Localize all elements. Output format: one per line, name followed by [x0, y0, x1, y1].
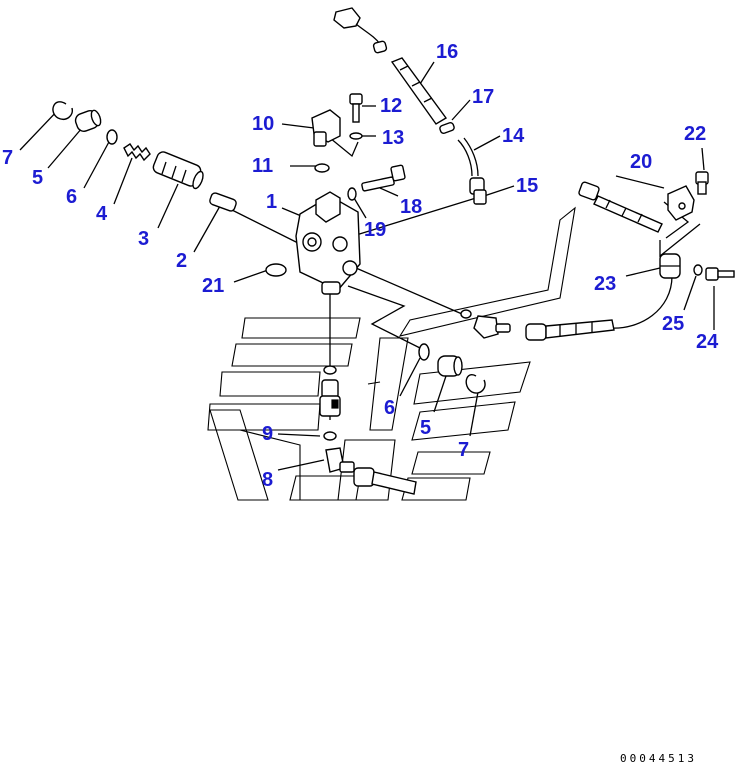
part-hose-lower-right: [525, 319, 615, 341]
label-8: 8: [262, 469, 273, 491]
part-elbow-10: [311, 109, 341, 147]
part-o-ring-11: [314, 163, 330, 173]
part-hose-lower: [353, 467, 417, 495]
part-plug-5-upper: [74, 109, 102, 132]
part-clamp-20: [667, 185, 695, 221]
drawing-reference-number: 00044513: [620, 752, 697, 765]
label-18: 18: [400, 196, 422, 218]
part-labels: 7 5 6 4 3 2 21 1 11 10 12 13 16 17 14 15…: [2, 41, 719, 491]
part-fitting-lower-center: [319, 379, 341, 417]
label-7-upper: 7: [2, 147, 13, 169]
part-o-ring-right: [460, 309, 472, 319]
part-valve-spool-3: [152, 151, 204, 190]
part-sleeve-17: [439, 121, 455, 135]
leader-lines: [19, 61, 715, 471]
label-19: 19: [364, 219, 386, 241]
label-24: 24: [696, 331, 719, 353]
label-3: 3: [138, 228, 149, 250]
label-15: 15: [516, 175, 538, 197]
label-6-lower: 6: [384, 397, 395, 419]
label-16: 16: [436, 41, 458, 63]
part-washer-25: [693, 264, 703, 276]
label-13: 13: [382, 127, 404, 149]
label-9: 9: [262, 423, 273, 445]
label-5-lower: 5: [420, 417, 431, 439]
part-o-ring-6-lower: [418, 343, 430, 361]
part-o-ring-9: [323, 431, 337, 441]
part-valve-body-1: [295, 191, 361, 295]
part-bolt-18: [361, 164, 406, 192]
part-bolt-22: [695, 171, 709, 195]
label-10: 10: [252, 113, 274, 135]
part-o-ring-lower-center: [323, 365, 337, 375]
label-5-upper: 5: [32, 167, 43, 189]
part-washer-19: [347, 187, 357, 201]
label-20: 20: [630, 151, 652, 173]
part-clamp-23: [659, 253, 681, 279]
label-14: 14: [502, 125, 525, 147]
label-21: 21: [202, 275, 224, 297]
part-hose-top: [333, 7, 388, 54]
part-spring-4: [123, 143, 151, 162]
label-2: 2: [176, 250, 187, 272]
part-hose-right: [578, 181, 663, 233]
label-17: 17: [472, 86, 494, 108]
part-fitting-15: [469, 177, 487, 205]
part-tube-14: [457, 137, 479, 177]
part-snap-ring-7-lower: [465, 374, 486, 394]
part-nipple-2: [209, 192, 237, 212]
label-23: 23: [594, 273, 616, 295]
label-22: 22: [684, 123, 706, 145]
label-6-upper: 6: [66, 186, 77, 208]
part-bolt-24: [705, 267, 735, 281]
label-11: 11: [252, 155, 273, 177]
cab-frame-outline: [207, 206, 576, 501]
label-25: 25: [662, 313, 684, 335]
part-o-ring-6-upper: [106, 129, 118, 145]
part-bolt-12: [349, 93, 363, 123]
part-washer-13: [349, 132, 363, 140]
label-1: 1: [266, 191, 277, 213]
part-o-ring-21: [265, 263, 287, 277]
part-elbow-8: [325, 447, 355, 473]
part-plug-5-lower: [437, 355, 463, 377]
part-snap-ring-7-upper: [52, 101, 73, 120]
label-4: 4: [96, 203, 108, 225]
part-fitting-right: [473, 315, 511, 339]
label-7-lower: 7: [458, 439, 469, 461]
part-hose-16: [390, 57, 448, 125]
label-12: 12: [380, 95, 402, 117]
